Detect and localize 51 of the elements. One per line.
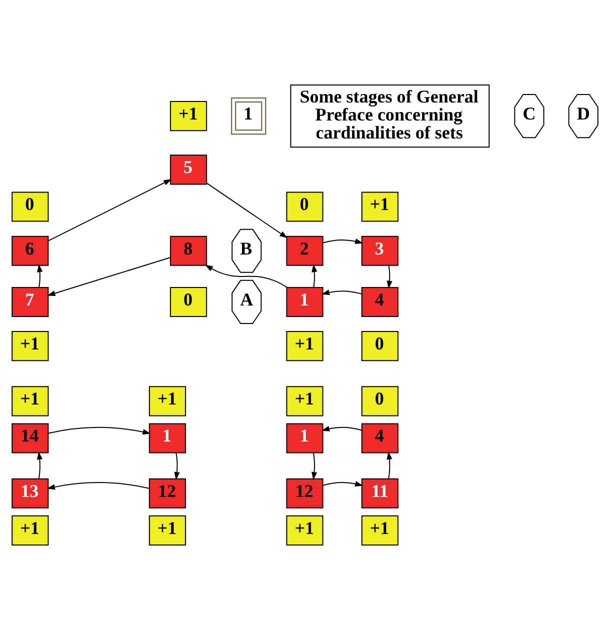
node-box: 1 <box>286 423 324 454</box>
node-box: 14 <box>12 423 49 454</box>
arrow <box>174 452 180 480</box>
node-box: 1 <box>286 286 324 317</box>
node-box: +1 <box>12 515 49 546</box>
arrow <box>204 264 288 288</box>
arrow <box>386 265 392 289</box>
node-box: 13 <box>12 478 49 508</box>
arrow <box>36 451 42 480</box>
arrow <box>47 257 171 296</box>
arrow <box>48 426 151 435</box>
node-box: 8 <box>170 236 208 266</box>
node-box: 12 <box>286 478 324 508</box>
arrow <box>322 481 364 486</box>
node-box: 4 <box>361 286 398 317</box>
node-box: 5 <box>170 154 208 185</box>
node-box: 1 <box>148 423 186 454</box>
node-box: 0 <box>286 192 324 222</box>
node-box: +1 <box>286 515 324 546</box>
node-box: +1 <box>286 386 324 416</box>
node-box: 3 <box>361 236 398 266</box>
node-box: 0 <box>361 386 398 416</box>
arrow <box>321 426 362 432</box>
arrow <box>322 238 364 244</box>
node-box: +1 <box>148 515 186 546</box>
node-box: 4 <box>361 423 398 454</box>
node-box: 7 <box>12 286 49 317</box>
node-box: 6 <box>12 236 49 266</box>
arrow <box>206 182 288 238</box>
node-box: 1 <box>231 98 266 135</box>
arrow <box>321 290 362 296</box>
node-box: +1 <box>12 331 49 362</box>
node-box: 11 <box>361 478 398 508</box>
arrow <box>48 179 172 242</box>
node-box: 0 <box>361 331 398 362</box>
node-box: +1 <box>148 386 186 416</box>
node-box: 0 <box>12 192 49 222</box>
node-box: +1 <box>12 386 49 416</box>
arrow <box>37 264 43 288</box>
arrow <box>46 482 150 490</box>
node-box: 0 <box>170 286 208 317</box>
arrow <box>312 264 318 288</box>
node-box: +1 <box>286 331 324 362</box>
node-box: 2 <box>286 236 324 266</box>
node-box: Some stages of General Preface concerning cardinalities of sets <box>290 84 490 148</box>
arrow <box>312 452 318 480</box>
node-box: 12 <box>148 478 186 508</box>
arrow <box>386 451 392 480</box>
node-box: +1 <box>361 515 398 546</box>
node-box: +1 <box>170 101 208 132</box>
node-box: +1 <box>361 192 398 222</box>
